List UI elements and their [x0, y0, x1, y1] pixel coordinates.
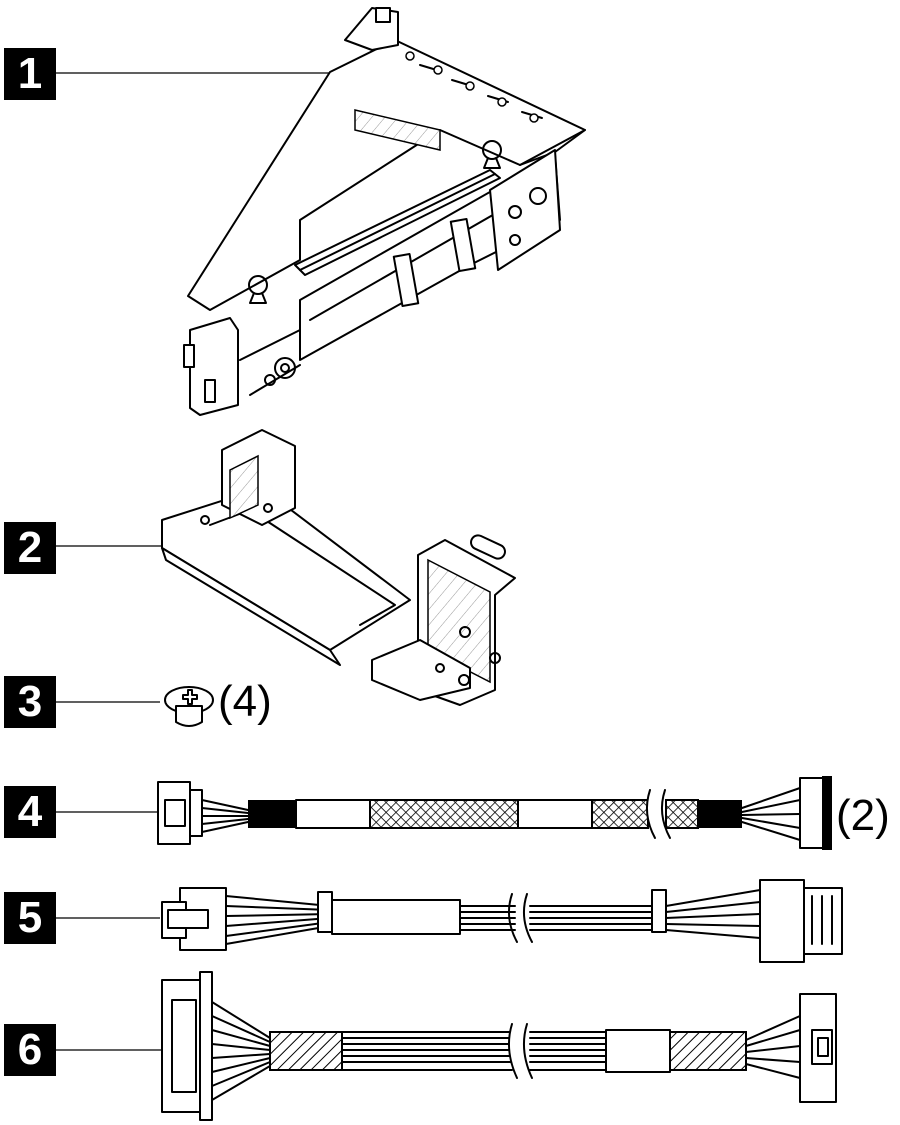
callout-2: 2 — [4, 522, 56, 574]
callout-5: 5 — [4, 892, 56, 944]
callout-3: 3 — [4, 676, 56, 728]
callout-1: 1 — [4, 48, 56, 100]
quantity-label-screw: (4) — [218, 677, 272, 726]
cable-4 — [56, 776, 832, 850]
callout-6: 6 — [4, 1024, 56, 1076]
screw-icon — [56, 686, 214, 727]
bracket-tray — [56, 429, 516, 706]
riser-cage — [56, 7, 586, 416]
quantity-label-cable-4: (2) — [836, 791, 890, 840]
cable-5 — [56, 879, 843, 963]
callout-4: 4 — [4, 786, 56, 838]
cable-6 — [56, 971, 837, 1121]
